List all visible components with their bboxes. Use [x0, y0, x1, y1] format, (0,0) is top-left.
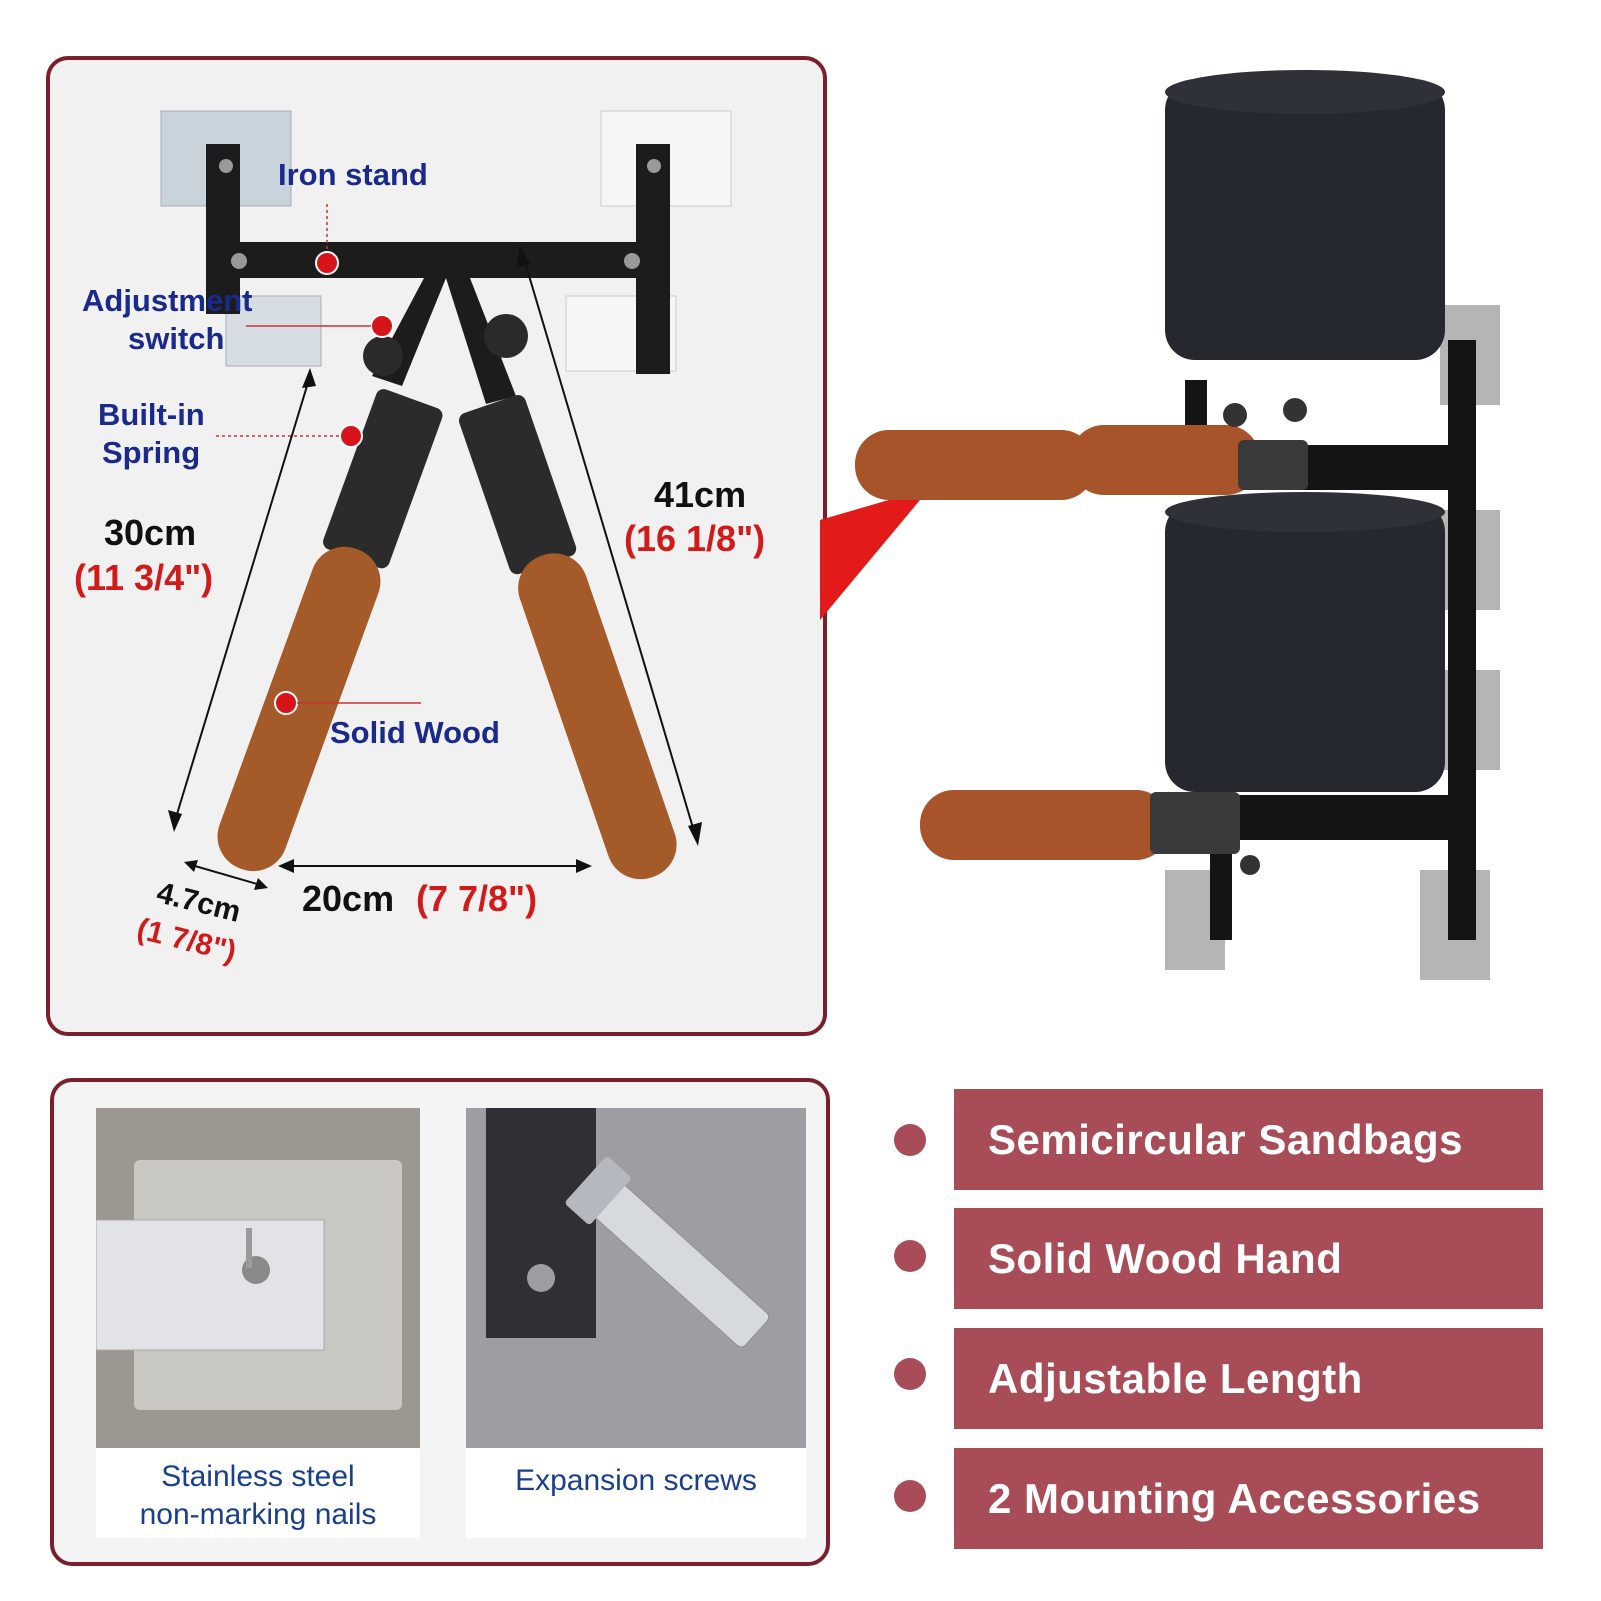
feature-mounting-accessories: 2 Mounting Accessories [954, 1448, 1543, 1549]
label-adjustment-switch-line1: Adjustment [82, 283, 253, 318]
dimension-arm-length-in: (11 3/4") [74, 557, 214, 598]
feature-solid-wood-hand: Solid Wood Hand [954, 1208, 1543, 1309]
feature-bullet-4 [894, 1480, 926, 1512]
label-adjustment-switch-line2: switch [128, 321, 225, 356]
feature-bullet-3 [894, 1358, 926, 1390]
feature-bullet-2 [894, 1240, 926, 1272]
dimension-spacing-cm: 20cm [302, 878, 395, 919]
feature-adjustable-length: Adjustable Length [954, 1328, 1543, 1429]
accessory-card-nails: Stainless steel non-marking nails [96, 1108, 420, 1538]
label-solid-wood: Solid Wood [330, 715, 500, 750]
dimension-total-length-cm: 41cm [654, 474, 747, 515]
caption-nails-line1: Stainless steel [161, 1460, 355, 1493]
label-built-in-spring-line1: Built-in [98, 397, 205, 432]
label-built-in-spring-line2: Spring [102, 435, 201, 470]
dimension-arm-length-cm: 30cm [104, 512, 197, 553]
feature-bullet-1 [894, 1124, 926, 1156]
dimension-spacing-in: (7 7/8") [416, 878, 538, 919]
stainless-steel-plate-photo [96, 1108, 420, 1448]
accessory-card-screws: Expansion screws [466, 1108, 806, 1538]
dimension-total-length-in: (16 1/8") [624, 518, 766, 559]
wooden-dummy-arms-illustration [160, 110, 732, 890]
label-iron-stand: Iron stand [278, 157, 428, 192]
caption-screws: Expansion screws [515, 1464, 757, 1497]
wall-mounted-dummy-illustration [820, 70, 1500, 980]
caption-nails-line2: non-marking nails [139, 1498, 377, 1531]
accessories-panel: Stainless steel non-marking nails Expans… [50, 1078, 830, 1566]
feature-semicircular-sandbags: Semicircular Sandbags [954, 1089, 1543, 1190]
expansion-screw-photo [466, 1108, 806, 1448]
diagram-panel: Iron stand Adjustment switch Built-in Sp… [46, 56, 827, 1036]
